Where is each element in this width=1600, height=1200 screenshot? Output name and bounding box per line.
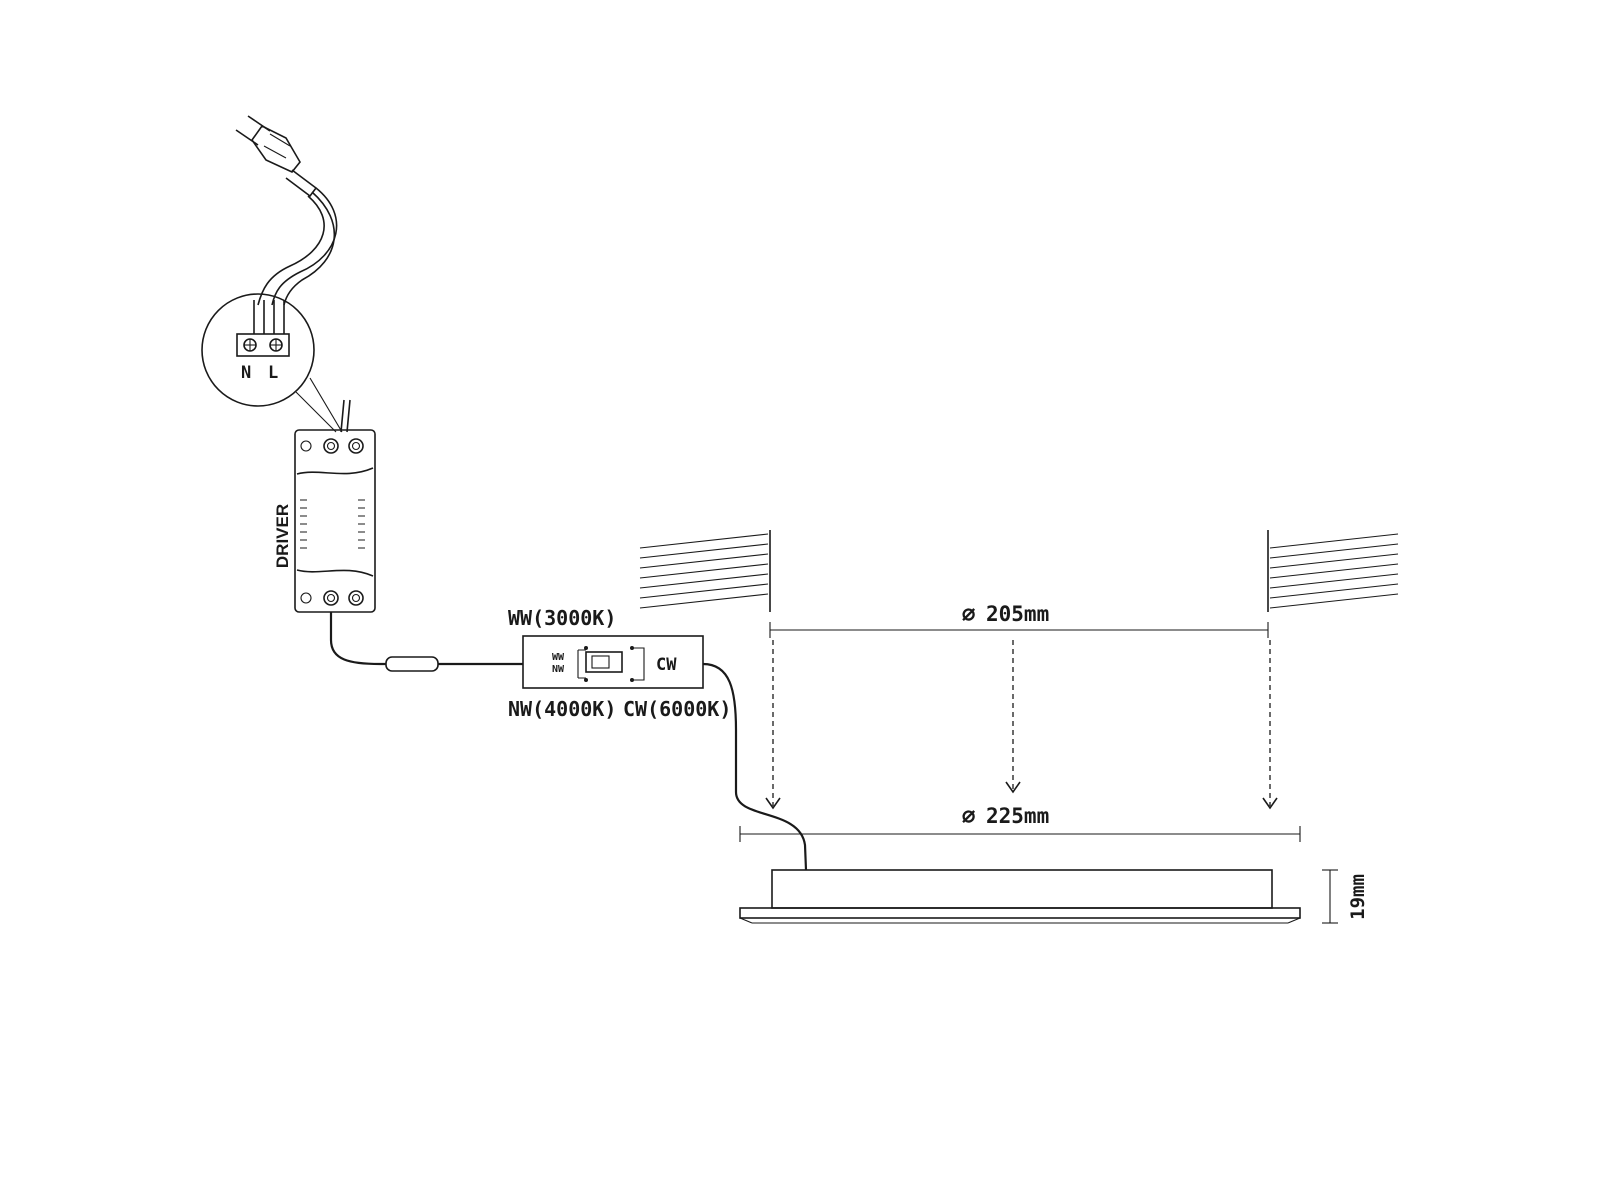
cutout-diameter-symbol: ⌀ xyxy=(962,600,976,625)
plug-icon xyxy=(235,115,318,198)
driver-label: DRIVER xyxy=(273,504,292,568)
outer-diameter-label: 225mm xyxy=(986,804,1049,828)
ceiling-right xyxy=(1267,530,1399,612)
cct-switch: WW NW CW xyxy=(522,635,704,689)
arrow-down-icon xyxy=(765,797,781,810)
lamp-cable xyxy=(702,662,808,871)
outer-diameter-symbol: ⌀ xyxy=(962,802,976,827)
cutout-dimension: ⌀ 205mm xyxy=(769,600,1269,638)
height-dimension: 19mm xyxy=(1322,869,1369,924)
driver-box: DRIVER xyxy=(273,399,376,613)
arrow-down-icon xyxy=(1262,797,1278,810)
cutout-diameter-label: 205mm xyxy=(986,602,1049,626)
inline-connector xyxy=(385,656,439,672)
terminal-detail: N L xyxy=(201,293,343,433)
switch-cw-label: CW xyxy=(656,655,677,675)
terminal-screw-n-icon xyxy=(243,338,257,352)
ceiling-left xyxy=(639,530,771,612)
ww-3000k-label: WW(3000K) xyxy=(508,606,616,630)
height-label: 19mm xyxy=(1347,874,1369,920)
switch-ww-label: WW xyxy=(552,652,565,663)
output-cable xyxy=(329,612,523,672)
panel-light xyxy=(739,869,1301,924)
terminal-screw-l-icon xyxy=(269,338,283,352)
outer-dimension: ⌀ 225mm xyxy=(739,802,1301,842)
cw-6000k-label: CW(6000K) xyxy=(623,697,731,721)
terminal-n-label: N xyxy=(241,363,251,383)
nw-4000k-label: NW(4000K) xyxy=(508,697,616,721)
arrow-down-icon xyxy=(1005,781,1021,794)
mains-cable xyxy=(257,187,338,306)
insertion-arrows xyxy=(765,640,1278,810)
terminal-l-label: L xyxy=(268,363,278,383)
switch-nw-label: NW xyxy=(552,664,565,675)
